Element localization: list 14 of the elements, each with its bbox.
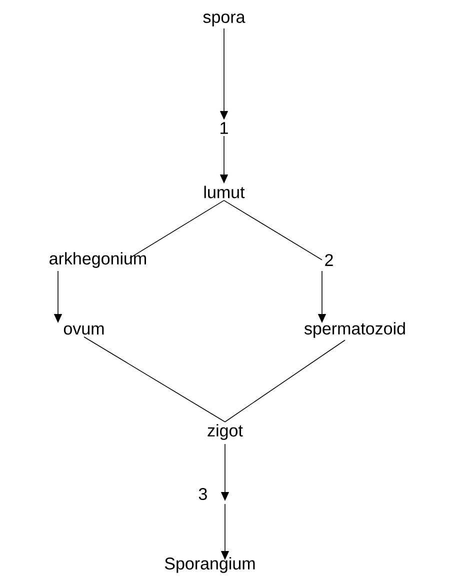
connector-line: [224, 340, 346, 422]
connector-line: [130, 200, 224, 258]
node-label: ovum: [64, 325, 104, 335]
step-number: 2: [325, 254, 333, 266]
node-label: spora: [203, 14, 246, 26]
node-label: Sporangium: [164, 557, 255, 573]
connector-line: [84, 336, 226, 422]
node-label: arkhegonium: [50, 252, 146, 268]
step-number: 3: [198, 488, 207, 500]
node-label: spermatozoid: [304, 322, 405, 338]
node-label: zigot: [208, 424, 243, 440]
node-label: lumut: [204, 186, 245, 198]
connector-line: [224, 200, 322, 260]
step-number: 1: [220, 122, 228, 134]
